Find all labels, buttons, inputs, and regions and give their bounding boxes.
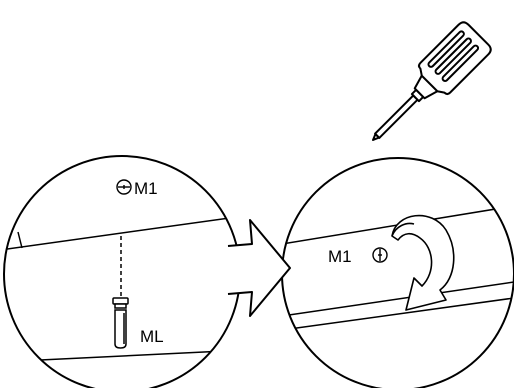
dowel-part: [112, 297, 129, 349]
right-lock-label: M1: [328, 247, 352, 266]
right-detail-panel: M1: [281, 157, 514, 388]
screwdriver-icon: [372, 21, 492, 141]
left-detail-panel: M1 ML: [3, 155, 241, 388]
slot-horizontal-icon: [116, 179, 132, 195]
slot-vertical-icon: [372, 247, 388, 263]
left-lock-label: M1: [134, 179, 158, 198]
rotate-clockwise-icon: [391, 214, 455, 311]
part-label: ML: [140, 327, 164, 346]
arrow-right-icon: [227, 219, 291, 317]
